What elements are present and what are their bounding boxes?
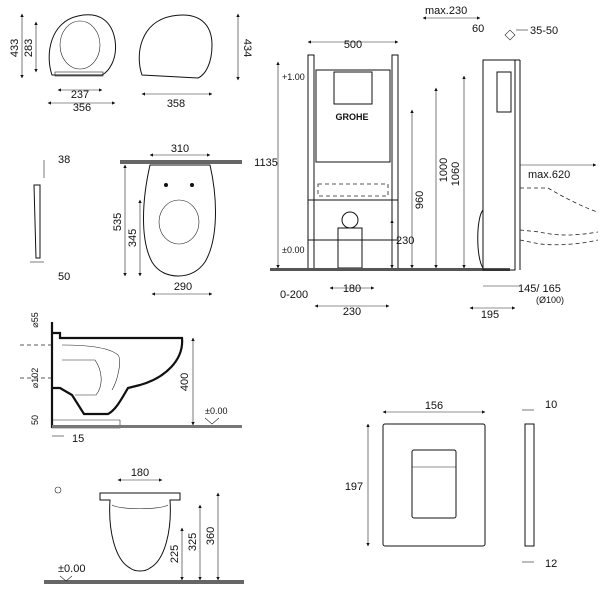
dim-197: 197 bbox=[345, 481, 363, 493]
seat-side-view: 38 50 bbox=[30, 154, 70, 283]
pipe-circle bbox=[54, 486, 62, 494]
dim-35-50: 35-50 bbox=[530, 25, 558, 37]
bowl-side-inner bbox=[61, 344, 120, 391]
flush-plate-view: 156 197 10 12 bbox=[345, 399, 557, 570]
dim-345: 345 bbox=[127, 229, 139, 247]
dim-290: 290 bbox=[174, 281, 192, 293]
lid-outline bbox=[138, 14, 213, 79]
dim-434: 434 bbox=[241, 39, 253, 57]
level-zero-front: ±0.00 bbox=[58, 563, 85, 575]
seat-top-view: 434 358 bbox=[138, 13, 253, 110]
brand-label: GROHE bbox=[335, 112, 368, 122]
dim-237: 237 bbox=[71, 89, 89, 101]
seat-opening bbox=[59, 20, 101, 70]
bowl-front-outline bbox=[99, 492, 181, 572]
dim-1135: 1135 bbox=[254, 157, 278, 169]
frame-left-post bbox=[307, 54, 315, 271]
bowl-side-outline bbox=[52, 331, 184, 416]
dim-d100: (Ø100) bbox=[536, 295, 564, 305]
dim-156: 156 bbox=[425, 400, 443, 412]
dim-180-front: 180 bbox=[131, 467, 149, 479]
flush-opening bbox=[333, 71, 373, 105]
flush-plate-side bbox=[524, 423, 535, 547]
bowl-top-view: 310 535 345 290 bbox=[112, 143, 242, 296]
frame-front-view: 500 GROHE +1.00 ±0.00 1135 1000 960 230 … bbox=[254, 39, 510, 318]
flush-plate-front bbox=[382, 423, 486, 547]
dim-12: 12 bbox=[545, 558, 557, 570]
seat-front-view: 433 283 237 356 bbox=[9, 13, 117, 114]
frame-side-valve bbox=[496, 71, 512, 113]
dim-d102: ⌀102 bbox=[30, 368, 40, 388]
cistern bbox=[315, 69, 391, 163]
flush-button bbox=[411, 449, 457, 519]
seat-outline bbox=[48, 14, 117, 76]
dim-0-200: 0-200 bbox=[280, 289, 308, 301]
dim-325: 325 bbox=[187, 533, 199, 551]
dim-358: 358 bbox=[167, 98, 185, 110]
dim-960: 960 bbox=[414, 191, 426, 209]
dim-1000: 1000 bbox=[438, 158, 450, 182]
bowl-top-outline bbox=[143, 164, 216, 277]
dim-10: 10 bbox=[545, 399, 557, 411]
drain-pipe bbox=[341, 211, 359, 229]
dim-50: 50 bbox=[58, 271, 70, 283]
mark-plus-100: +1.00 bbox=[282, 72, 305, 82]
bowl-top-opening bbox=[158, 199, 200, 245]
dim-max620: max.620 bbox=[528, 169, 570, 181]
dim-145-165: 145/ 165 bbox=[518, 283, 561, 295]
mark-zero: ±0.00 bbox=[282, 245, 304, 255]
wall-line bbox=[120, 160, 242, 164]
dim-283: 283 bbox=[23, 39, 35, 57]
dim-195: 195 bbox=[481, 309, 499, 321]
floor-line bbox=[52, 425, 242, 428]
level-zero-side: ±0.00 bbox=[205, 406, 227, 416]
dim-230-bottom: 230 bbox=[343, 306, 361, 318]
frame-floor bbox=[270, 268, 510, 271]
bowl-side-trap bbox=[62, 359, 102, 396]
frame-side-body bbox=[482, 59, 516, 271]
bowl-side-view: ⌀55 ⌀102 50 400 15 ±0.00 bbox=[20, 312, 242, 445]
dim-433: 433 bbox=[9, 39, 21, 57]
dim-225: 225 bbox=[169, 545, 181, 563]
dim-360: 360 bbox=[205, 527, 217, 545]
seat-hinge bbox=[54, 71, 104, 77]
dim-535: 535 bbox=[112, 213, 124, 231]
dim-500: 500 bbox=[344, 39, 362, 51]
dim-310: 310 bbox=[171, 143, 189, 155]
floor-line-front bbox=[44, 580, 244, 584]
dim-356: 356 bbox=[73, 102, 91, 114]
dim-38: 38 bbox=[58, 154, 70, 166]
frame-side-view: max.230 60 35-50 1060 max.620 145/ 165 (… bbox=[422, 5, 599, 321]
drain-outlet bbox=[337, 227, 363, 269]
dim-1060: 1060 bbox=[450, 162, 462, 186]
dim-50-base: 50 bbox=[30, 415, 40, 425]
dim-60: 60 bbox=[472, 23, 484, 35]
bowl-front-view: 180 225 325 360 ±0.00 bbox=[44, 467, 244, 584]
seat-side-profile bbox=[33, 184, 41, 259]
dim-15: 15 bbox=[72, 433, 84, 445]
dim-230-right: 230 bbox=[396, 235, 414, 247]
dim-400: 400 bbox=[179, 373, 191, 391]
dim-d55: ⌀55 bbox=[30, 312, 40, 327]
dim-180-frame: 180 bbox=[343, 283, 361, 295]
dim-max230: max.230 bbox=[425, 5, 467, 17]
